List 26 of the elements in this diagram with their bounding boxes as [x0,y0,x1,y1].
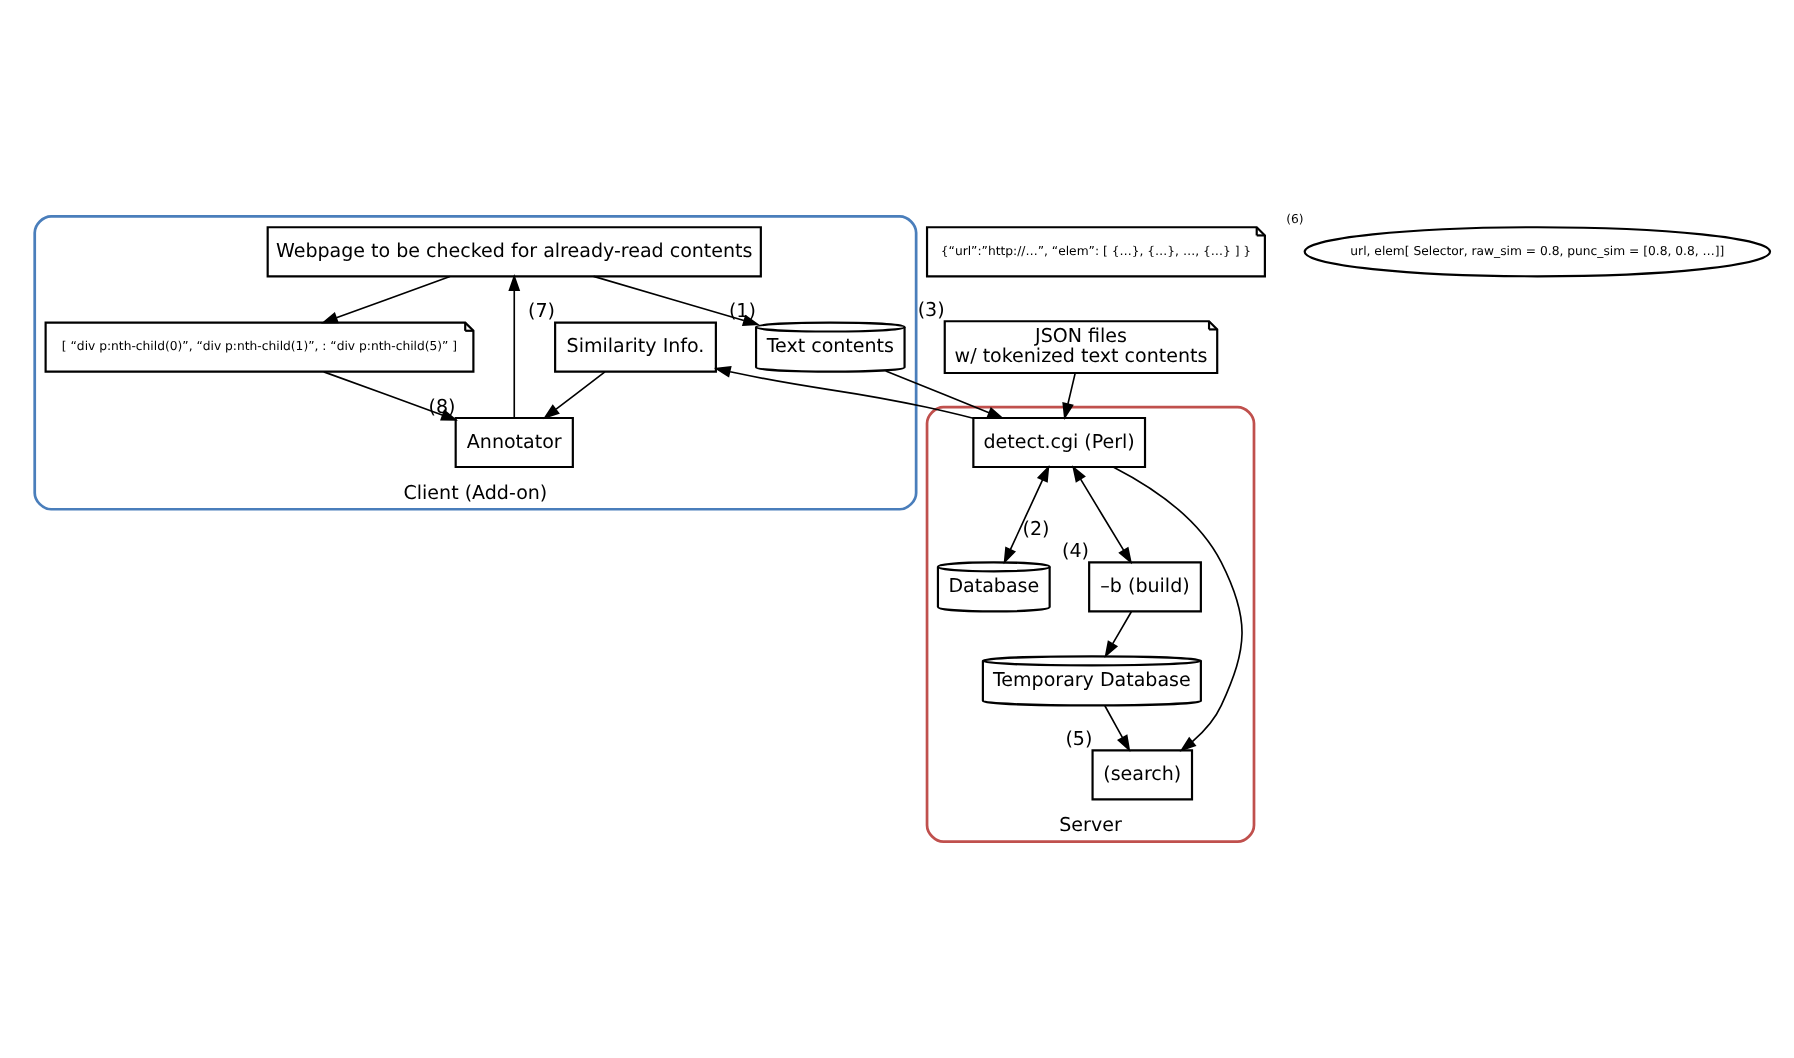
arrow [1003,465,1050,565]
arrow [322,371,458,421]
node-label: (7) [528,301,555,324]
arrow [1104,704,1131,752]
node-label: (5) [1065,729,1093,752]
arrow [321,275,451,324]
arrow [542,371,606,420]
node-label: (1) [728,301,756,324]
arrow [1072,465,1133,565]
node-label: (3) [917,300,945,323]
arrow [508,274,521,419]
node-label: (4) [1062,541,1090,564]
node-box: Webpage to be checked for already-read contents [266,226,762,278]
node-box: detect.cgi (Perl) [972,416,1147,469]
arrow [592,275,760,327]
node-box: (search) [1091,749,1194,801]
arrow [1112,466,1243,752]
node-box: Annotator [454,416,574,469]
node-box: –b (build) [1088,561,1202,613]
arrow [1104,610,1133,658]
arrow [1062,372,1076,420]
node-label: (8) [428,396,456,419]
arrow [884,370,1005,419]
edge-label: (2) [1022,519,1050,542]
arrow [713,365,975,420]
node-box: Similarity Info. [554,321,717,373]
